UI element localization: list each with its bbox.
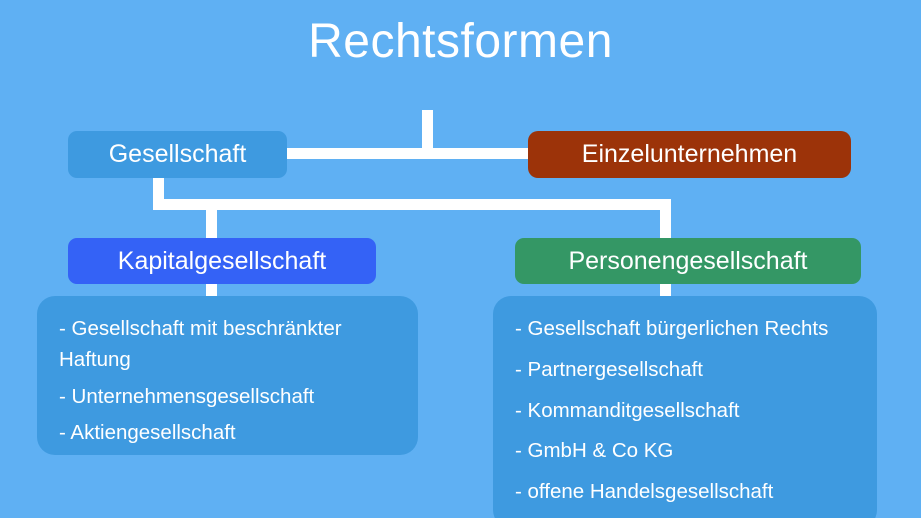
connector-gesellschaft-drop [153,177,164,209]
node-personengesellschaft-label: Personengesellschaft [568,246,808,275]
connector-root-horizontal [283,148,535,159]
node-personengesellschaft[interactable]: Personengesellschaft [515,238,861,284]
node-gesellschaft[interactable]: Gesellschaft [68,131,287,178]
connector-split-horizontal [153,199,671,210]
connector-kapital-drop [206,205,217,245]
page-title: Rechtsformen [308,15,613,68]
connector-personen-panel-drop [660,280,671,302]
list-item: - GmbH & Co KG [515,439,674,463]
list-item: - Gesellschaft bürgerlichen Rechts [515,317,829,340]
panel-personengesellschaft-list: - Gesellschaft bürgerlichen Rechts - Par… [493,296,877,518]
panel-kapitalgesellschaft-list: - Gesellschaft mit beschränkter Haftung … [37,296,418,455]
node-kapitalgesellschaft-label: Kapitalgesellschaft [117,246,327,275]
list-item: - offene Handelsgesellschaft [515,480,774,503]
list-item: - Kommanditgesellschaft [515,398,740,422]
list-item: - Unternehmensgesellschaft [59,384,315,408]
list-item: - Aktiengesellschaft [59,421,236,445]
connector-personen-drop [660,199,671,245]
list-item: - Partnergesellschaft [515,357,704,381]
connector-root-stem [422,110,433,152]
node-einzelunternehmen[interactable]: Einzelunternehmen [528,131,851,178]
connector-kapital-panel-drop [206,280,217,302]
node-einzelunternehmen-label: Einzelunternehmen [581,140,798,168]
node-gesellschaft-label: Gesellschaft [108,140,247,168]
node-kapitalgesellschaft[interactable]: Kapitalgesellschaft [68,238,376,284]
list-item: - Gesellschaft mit beschränkter Haftung [59,317,342,371]
